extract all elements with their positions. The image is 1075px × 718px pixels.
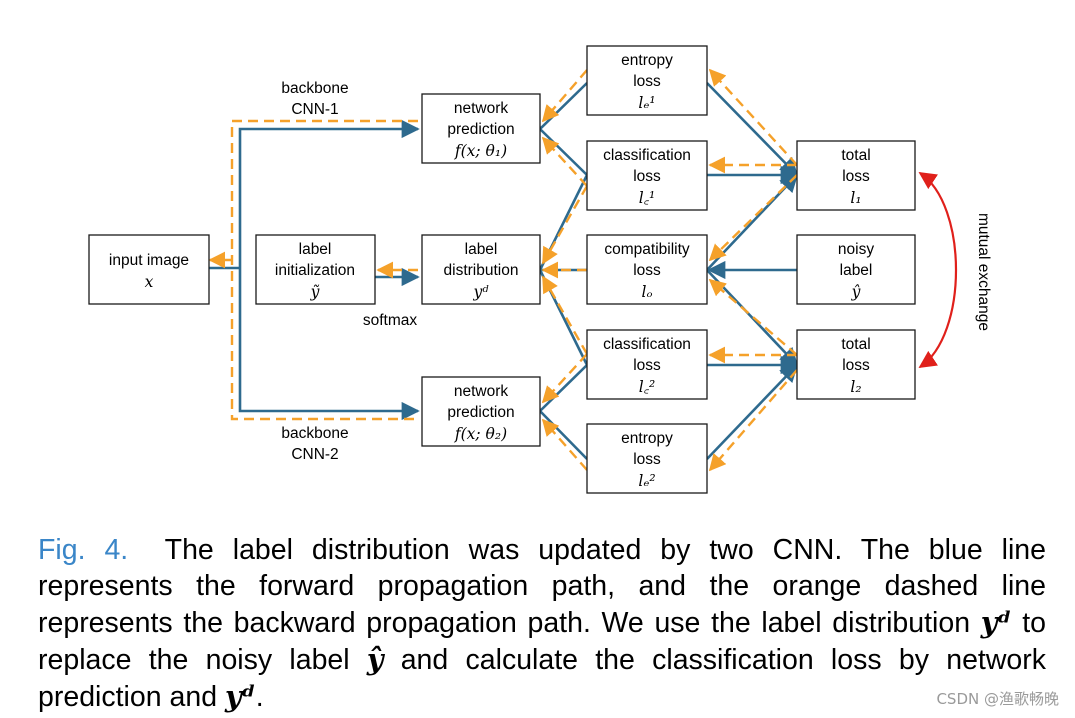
fwd-entropy1-total1 [706, 82, 799, 177]
label-init-line1: label [299, 241, 332, 258]
backbone-1-name: CNN-1 [291, 101, 338, 118]
mutual-exchange-label: mutual exchange [975, 213, 992, 331]
entropy-1-symbol: lₑ¹ [638, 94, 655, 112]
total-2-line2: loss [842, 357, 870, 374]
node-entropy-loss-2: entropy loss lₑ² [586, 423, 708, 494]
backward-paths [208, 68, 798, 472]
node-classification-loss-2: classification loss l꜀² [586, 329, 708, 400]
net-pred-2-line2: prediction [447, 404, 514, 421]
class-1-symbol: l꜀¹ [639, 189, 656, 207]
noisy-line2: label [840, 262, 873, 279]
class-2-line2: loss [633, 357, 661, 374]
bwd-total1-entropy1 [708, 68, 798, 166]
label-dist-line2: distribution [444, 262, 519, 279]
noisy-symbol: ŷ [851, 283, 861, 301]
bwd-backbone-loop [230, 119, 418, 421]
fwd-np2-entropy2 [539, 410, 588, 460]
net-pred-1-symbol: f(x; θ₁) [454, 142, 507, 160]
caption-math-yd-1: yᵈ [980, 605, 1012, 639]
node-total-loss-1: total loss l₁ [796, 140, 916, 211]
diagram-canvas: input image x label initialization ỹ lab… [88, 45, 992, 494]
node-label-distribution: label distribution yᵈ [421, 234, 541, 305]
bwd-class1-dist [541, 185, 589, 265]
bwd-total2-compat [708, 278, 798, 356]
entropy-1-line1: entropy [621, 52, 673, 69]
net-pred-1-line1: network [454, 100, 509, 117]
class-1-line2: loss [633, 168, 661, 185]
label-dist-line1: label [465, 241, 498, 258]
fwd-np1-entropy1 [539, 82, 588, 130]
fwd-compat-total2 [706, 269, 799, 367]
node-label-initialization: label initialization ỹ [255, 234, 376, 305]
net-pred-2-line1: network [454, 383, 509, 400]
node-network-prediction-2: network prediction f(x; θ₂) [421, 376, 541, 447]
fwd-entropy2-total2 [706, 363, 799, 460]
node-entropy-loss-1: entropy loss lₑ¹ [586, 45, 708, 116]
node-network-prediction-1: network prediction f(x; θ₁) [421, 93, 541, 164]
caption-part-3: and calculate the classification loss by… [38, 644, 1047, 713]
entropy-2-symbol: lₑ² [638, 472, 655, 490]
caption-part-4: . [255, 681, 264, 713]
net-pred-2-symbol: f(x; θ₂) [454, 425, 507, 443]
caption-part-2: to replace the noisy label [38, 607, 1047, 676]
class-1-line1: classification [603, 147, 691, 164]
entropy-2-line1: entropy [621, 430, 673, 447]
bwd-entropy1-np1 [541, 69, 588, 123]
node-noisy-label: noisy label ŷ [796, 234, 916, 305]
compat-line2: loss [633, 262, 661, 279]
training-flow-diagram: input image x label initialization ỹ lab… [88, 45, 992, 494]
figure-reference: Fig. 4. [38, 534, 129, 566]
caption-math-yhat: ŷ [366, 642, 384, 676]
total-1-line1: total [841, 147, 870, 164]
net-pred-1-line2: prediction [447, 121, 514, 138]
fwd-np2-class2 [539, 364, 588, 412]
label-dist-symbol: yᵈ [473, 283, 490, 301]
bwd-class1-np1 [541, 136, 588, 187]
entropy-1-line2: loss [633, 73, 661, 90]
total-2-symbol: l₂ [850, 378, 861, 396]
bwd-class2-dist [541, 275, 589, 355]
compat-line1: compatibility [604, 241, 690, 258]
caption-math-yd-2: yᵈ [224, 679, 256, 713]
label-init-line2: initialization [275, 262, 355, 279]
node-classification-loss-1: classification loss l꜀¹ [586, 140, 708, 211]
total-2-line1: total [841, 336, 870, 353]
softmax-label: softmax [363, 312, 418, 329]
fwd-to-net-pred-1 [238, 119, 420, 268]
caption-part-1: The label distribution was updated by tw… [38, 534, 1046, 639]
backbone-1-label: backbone [281, 80, 348, 97]
node-input-image: input image x [88, 234, 210, 305]
label-init-symbol: ỹ [310, 283, 320, 301]
entropy-2-line2: loss [633, 451, 661, 468]
watermark: CSDN @渔歌畅晚 [936, 690, 1059, 708]
input-image-symbol: x [145, 273, 154, 291]
fwd-np1-class1 [539, 128, 588, 176]
figure-caption: Fig. 4. The label distribution was updat… [38, 532, 1046, 715]
noisy-line1: noisy [838, 241, 874, 258]
mutual-exchange-arrow [918, 172, 958, 368]
fwd-to-net-pred-2 [238, 268, 420, 421]
class-2-line1: classification [603, 336, 691, 353]
node-compatibility-loss: compatibility loss lₒ [586, 234, 708, 305]
node-total-loss-2: total loss l₂ [796, 329, 916, 400]
class-2-symbol: l꜀² [639, 378, 656, 396]
input-image-title: input image [109, 252, 189, 269]
total-1-line2: loss [842, 168, 870, 185]
bwd-total1-compat [708, 174, 798, 262]
backbone-2-name: CNN-2 [291, 446, 338, 463]
backbone-2-label: backbone [281, 425, 348, 442]
compat-symbol: lₒ [642, 283, 653, 301]
bwd-class2-np2 [541, 353, 588, 404]
bwd-total2-entropy2 [708, 369, 798, 472]
bwd-entropy2-np2 [541, 418, 588, 471]
total-1-symbol: l₁ [850, 189, 861, 207]
